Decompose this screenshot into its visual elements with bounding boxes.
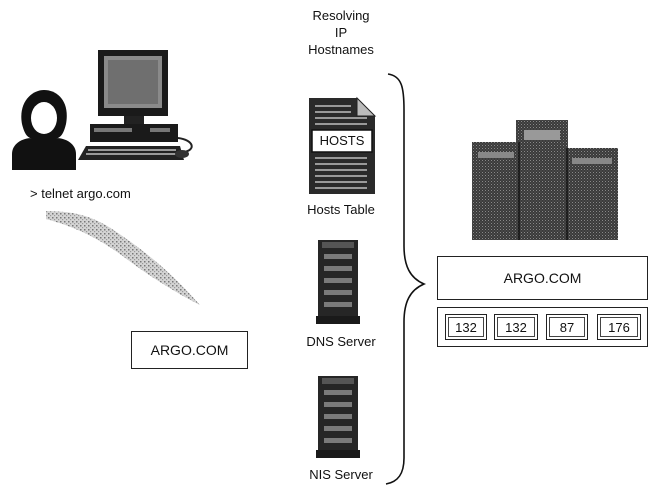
- query-hostname-box: ARGO.COM: [131, 331, 248, 369]
- user-icon: [12, 90, 76, 170]
- ip-octet-2: 132: [494, 314, 538, 340]
- heading-line-3: Hostnames: [308, 42, 374, 57]
- server-cluster-icon: [472, 120, 618, 240]
- heading-line-2: IP: [334, 25, 348, 40]
- ip-octet-1: 132: [445, 314, 487, 340]
- resolver-label-nis-server: NIS Server: [309, 467, 373, 482]
- target-hostname-box: ARGO.COM: [437, 256, 648, 300]
- hosts-file-label: HOSTS: [319, 133, 365, 148]
- dns-server-icon: [316, 240, 360, 324]
- resolver-label-hosts-table: Hosts Table: [307, 202, 375, 217]
- hosts-table-icon: HOSTS: [307, 96, 377, 196]
- ip-octet-4: 176: [597, 314, 641, 340]
- computer-icon: [78, 50, 193, 160]
- resolver-brace: [385, 73, 427, 485]
- nis-server-icon: [316, 376, 360, 458]
- ip-address-box: [437, 307, 648, 347]
- telnet-command: > telnet argo.com: [30, 186, 131, 201]
- heading-line-1: Resolving: [312, 8, 370, 23]
- ip-octet-3: 87: [546, 314, 588, 340]
- resolver-heading: Resolving IP Hostnames: [296, 7, 386, 58]
- resolver-label-dns-server: DNS Server: [306, 334, 376, 349]
- query-stream: [46, 211, 200, 305]
- hosts-file-icon: [309, 96, 377, 194]
